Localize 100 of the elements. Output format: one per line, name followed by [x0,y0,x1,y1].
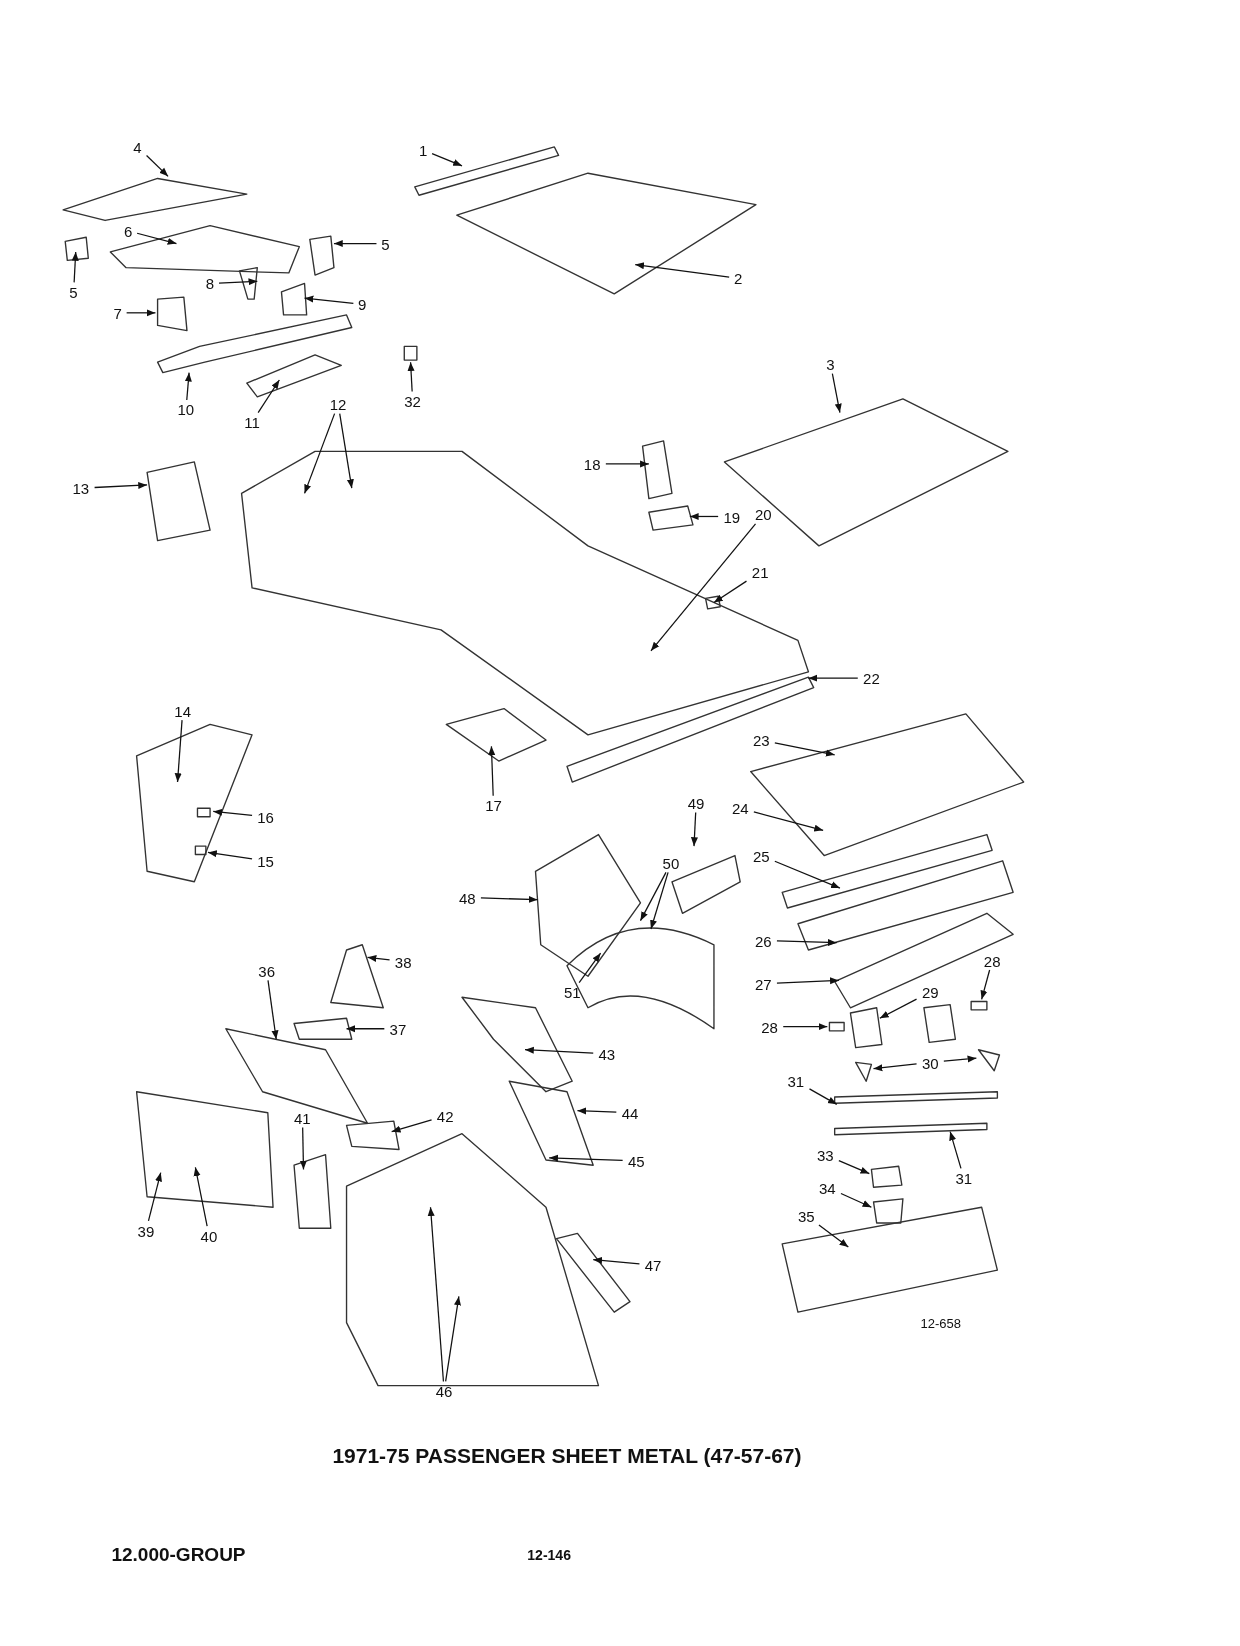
leader-line [980,969,991,1000]
callout-number: 39 [137,1222,155,1240]
callout-number: 36 [258,962,276,980]
leader-line [639,871,667,922]
callout-number: 37 [389,1020,407,1038]
leader-line [576,1107,617,1115]
leader-line [578,952,602,984]
leader-line [184,372,192,401]
callout-number: 9 [358,296,367,313]
leader-line [949,1131,962,1169]
diagram-title: 1971-75 PASSENGER SHEET METAL (47-57-67) [332,1444,802,1469]
callout-number: 31 [787,1072,805,1090]
leader-line [774,860,841,889]
group-number: 12.000-GROUP [111,1544,246,1566]
callout-number: 25 [752,847,770,865]
page-number: 12-146 [527,1547,571,1563]
callout-number: 2 [733,269,743,287]
callout-number: 20 [754,505,772,523]
callout-number: 31 [955,1169,973,1187]
leader-line [831,373,842,414]
leader-line [431,153,463,167]
callout-number: 11 [244,413,260,431]
callout-number: 47 [644,1256,662,1274]
leader-line [366,954,391,962]
callout-number: 30 [921,1054,939,1072]
leader-line [838,1159,870,1175]
callout-number: 13 [72,479,90,497]
leader-line [690,811,698,847]
leader-line [548,1154,624,1162]
leader-line [93,481,148,489]
leader-line [650,871,669,930]
callout-number: 42 [436,1107,454,1125]
callout-number: 5 [69,283,78,301]
callout-number: 15 [257,852,274,870]
callout-number: 18 [583,455,601,473]
leader-line [689,512,719,520]
leader-line [776,938,838,946]
callout-number: 50 [662,854,680,872]
callout-number: 43 [598,1045,616,1063]
leader-line [193,1166,208,1227]
callout-number: 21 [751,563,769,581]
leader-line [303,412,336,494]
leader-line [299,1126,307,1171]
callout-number: 32 [404,392,421,410]
callout-number: 8 [205,275,215,292]
leader-line [480,895,539,903]
callout-number: 34 [819,1179,836,1196]
leader-line [818,1224,849,1248]
callout-number: 1 [418,141,428,159]
callout-number: 45 [627,1152,645,1170]
leader-line [126,309,157,317]
callout-number: 28 [761,1018,778,1036]
callout-number: 29 [921,983,939,1001]
leader-line [407,361,415,393]
leader-line [207,850,253,860]
leader-line [776,977,840,985]
callout-number: 40 [200,1227,218,1245]
leader-line [650,523,757,652]
leader-line [212,808,253,816]
callout-number: 5 [381,235,390,253]
leader-line [345,1025,385,1033]
leader-line [303,295,354,305]
callout-number: 6 [123,222,133,240]
leader-line [391,1119,433,1133]
callout-number: 3 [826,355,835,373]
callout-number: 12 [329,395,347,413]
callout-number: 16 [257,808,274,826]
leader-line [174,719,183,783]
callout-number: 10 [177,400,195,418]
leader-line [774,742,836,757]
leader-line [713,580,748,604]
leader-line [524,1046,594,1054]
callout-number: 7 [113,304,122,322]
leader-line [872,1063,918,1072]
callout-number: 26 [754,932,772,950]
leader-line [488,745,496,797]
leader-line [445,1295,461,1383]
callout-number: 28 [983,952,1001,970]
leader-line [427,1206,445,1383]
leader-line [147,1171,162,1222]
leader-line [753,811,824,832]
callout-number: 41 [294,1109,311,1127]
leader-line [218,278,258,286]
callout-number: 23 [752,731,770,749]
callout-number: 14 [174,702,192,720]
leader-line [71,251,79,283]
leader-line [333,240,378,248]
leader-line [634,262,730,278]
callout-number: 17 [485,796,502,814]
callout-number: 51 [563,983,581,1001]
callout-number: 35 [798,1207,815,1225]
leader-line [257,379,280,414]
callout-number: 22 [863,669,880,687]
leader-line [879,998,918,1019]
leader-line [782,1023,828,1031]
leader-line [136,232,178,245]
callout-number: 38 [394,953,412,971]
callout-number: 46 [435,1382,453,1400]
drawing-number: 12-658 [920,1315,961,1331]
callout-number: 49 [687,794,705,812]
